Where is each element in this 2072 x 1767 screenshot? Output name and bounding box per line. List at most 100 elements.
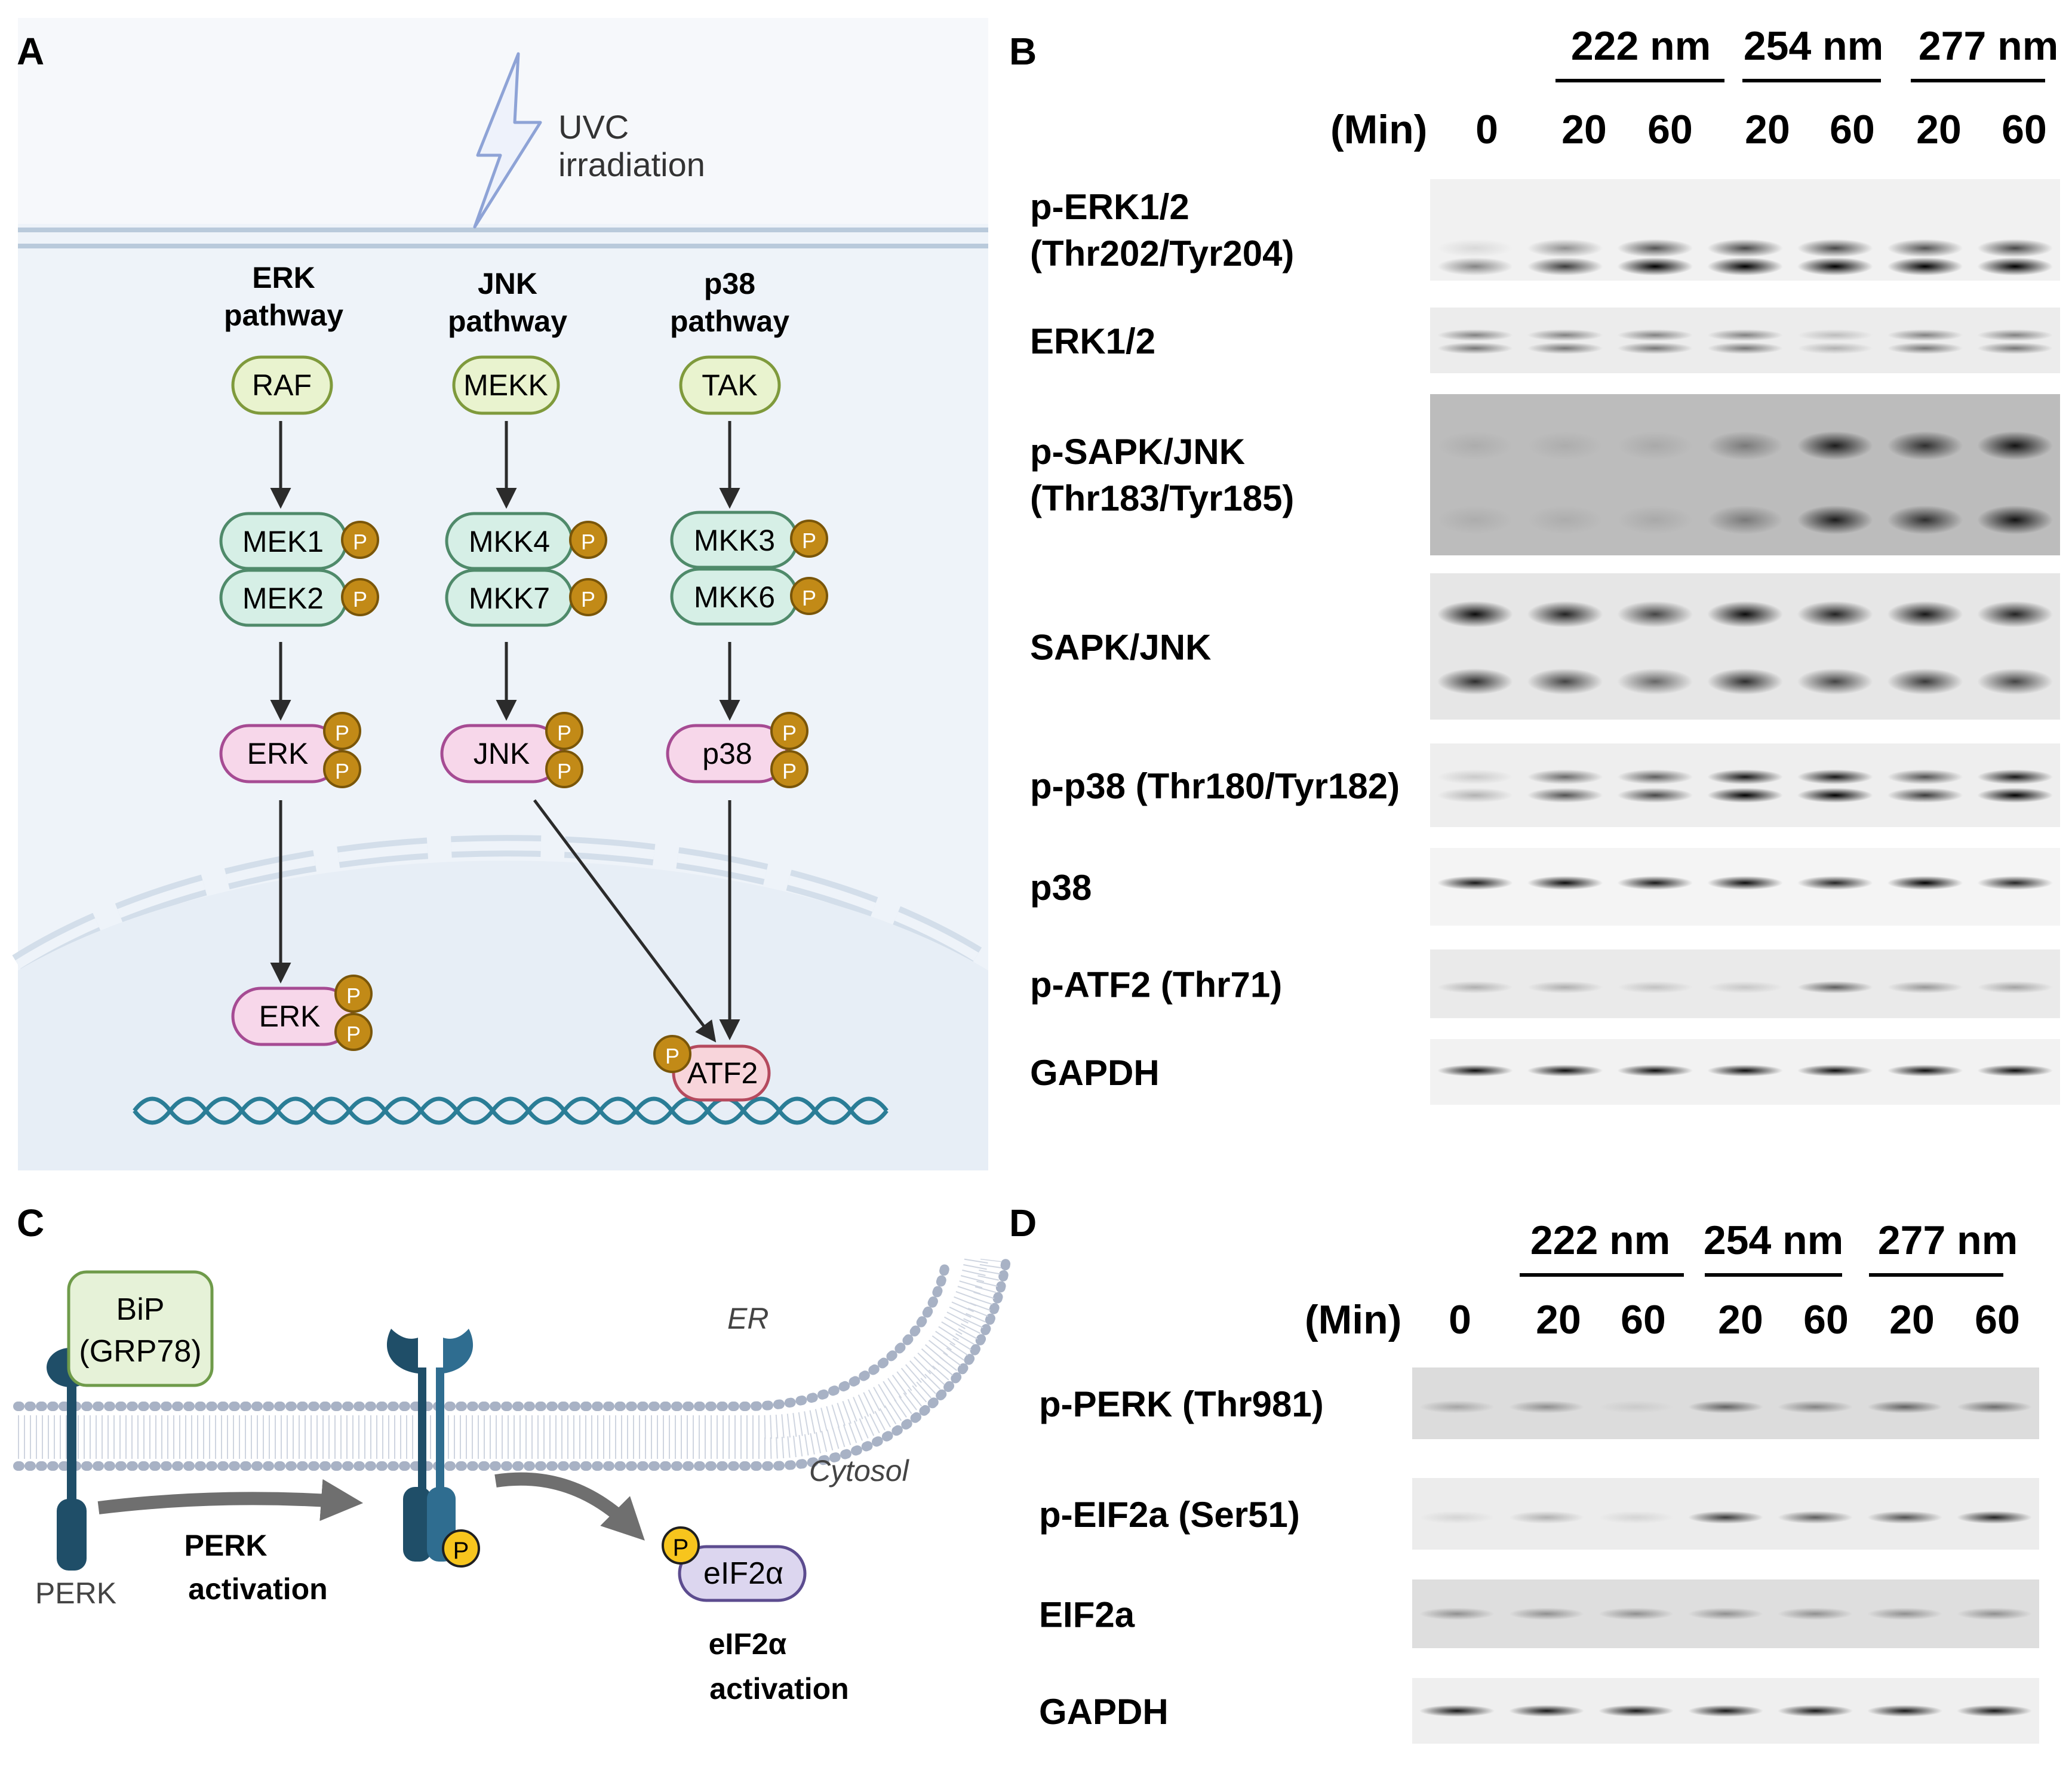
perk-transmembrane [67, 1376, 76, 1505]
activation-arrow-2 [494, 1472, 645, 1541]
phospho-mkk7: P [569, 578, 607, 616]
phospho-jnk-2: P [545, 750, 583, 788]
cytosol-label: Cytosol [809, 1454, 910, 1488]
blot-band [1437, 239, 1513, 257]
min-label-d: (Min) [1305, 1297, 1401, 1342]
mekk-label: MEKK [463, 368, 548, 402]
blot-band [1527, 431, 1603, 460]
nuclear-erk-label: ERK [259, 1000, 321, 1033]
panel_b-blot-row: SAPK/JNK [1030, 573, 2060, 720]
blot-band [1887, 431, 1963, 460]
blot-band [1887, 239, 1963, 257]
blot-band [1437, 505, 1513, 534]
perk-dimer [386, 1329, 474, 1562]
blot-band [1957, 1511, 2032, 1524]
blot-band [1867, 1705, 1942, 1717]
lightning-icon [473, 52, 542, 229]
blot-band [1527, 505, 1603, 534]
mek1-label: MEK1 [242, 525, 324, 558]
wavelength-label-222: 222 nm [1571, 23, 1711, 69]
blot-band [1707, 329, 1783, 342]
panel-letter-b: B [1009, 30, 1037, 73]
panel_b-time-label: 60 [1830, 107, 1875, 152]
panel-letter-a: A [17, 30, 44, 73]
panel_b-time-label: 0 [1475, 107, 1498, 152]
wavelength-label-254-d: 254 nm [1704, 1218, 1843, 1263]
blot-band [1797, 788, 1873, 803]
svg-text:P: P [673, 1535, 689, 1561]
blot-band [1598, 1400, 1674, 1413]
blot-band [1617, 505, 1693, 534]
blot-band [1797, 769, 1873, 785]
panel_b-time-label: 20 [1745, 107, 1790, 152]
svg-text:P: P [581, 587, 595, 611]
panel-letter-c: C [17, 1201, 44, 1244]
svg-text:P: P [782, 759, 797, 783]
blot-band [1527, 601, 1603, 628]
blot-band [1509, 1705, 1584, 1717]
blot-band [1887, 981, 1963, 994]
phospho-jnk-1: P [545, 712, 583, 750]
blot-band [1977, 431, 2053, 460]
mkk3-label: MKK3 [694, 524, 775, 557]
perk-kinase-domain [57, 1499, 87, 1571]
phospho-nuclear-erk-1: P [334, 975, 373, 1013]
blot-band [1437, 1064, 1513, 1077]
raf-label: RAF [252, 368, 312, 402]
eif2a-activation-subtitle: activation [709, 1672, 849, 1705]
panel_b-blot-row: p-ATF2 (Thr71) [1030, 949, 2060, 1018]
panel-letter-d: D [1009, 1201, 1037, 1244]
grp78-label: (GRP78) [79, 1334, 201, 1369]
p38-pathway-title: p38 [704, 267, 755, 300]
blot-band [1887, 875, 1963, 890]
blot-band [1957, 1608, 2032, 1620]
blot-band [1688, 1705, 1763, 1717]
svg-text:P: P [335, 721, 349, 745]
blot-label: p-EIF2a (Ser51) [1039, 1495, 1300, 1535]
blot-band [1617, 981, 1693, 994]
blot-band [1707, 769, 1783, 785]
blot-label: GAPDH [1030, 1053, 1160, 1093]
blot-band [1419, 1400, 1495, 1413]
blot-label: p38 [1030, 868, 1092, 908]
blot-band [1887, 788, 1963, 803]
blot-band [1598, 1511, 1674, 1524]
svg-text:P: P [581, 530, 595, 554]
mek2-label: MEK2 [242, 582, 324, 615]
blot-band [1977, 788, 2053, 803]
blot-label: p-PERK (Thr981) [1039, 1384, 1324, 1424]
blot-band [1707, 981, 1783, 994]
perk-label: PERK [35, 1577, 116, 1610]
blot-band [1707, 431, 1783, 460]
perk-activation-subtitle: activation [188, 1572, 327, 1606]
blot-label: p-ERK1/2 [1030, 187, 1189, 227]
blot-band [1887, 668, 1963, 695]
svg-text:P: P [802, 586, 816, 610]
blot-band [1778, 1608, 1853, 1620]
blot-band [1887, 257, 1963, 276]
blot-band [1617, 875, 1693, 890]
blot-band [1598, 1608, 1674, 1620]
blot-band [1778, 1400, 1853, 1413]
panel_d-blot-row: EIF2a [1039, 1579, 2039, 1648]
svg-text:P: P [346, 1022, 361, 1046]
blot-band [1437, 329, 1513, 342]
blot-band [1509, 1511, 1584, 1524]
svg-text:P: P [353, 587, 367, 611]
wavelength-label-277-d: 277 nm [1878, 1218, 2018, 1263]
panel_d-time-label: 0 [1449, 1297, 1471, 1342]
blot-band [1437, 875, 1513, 890]
blot-band [1527, 239, 1603, 257]
er-membrane-tails [18, 1258, 988, 1439]
atf2-label: ATF2 [687, 1056, 758, 1090]
blot-label: GAPDH [1039, 1692, 1169, 1732]
blot-band [1527, 875, 1603, 890]
blot-band [1707, 342, 1783, 355]
blot-band [1419, 1608, 1495, 1620]
phospho-mkk3: P [790, 520, 828, 558]
panel_d-blot-row: p-EIF2a (Ser51) [1039, 1478, 2039, 1550]
blot-band [1617, 342, 1693, 355]
phospho-mkk6: P [790, 577, 828, 615]
